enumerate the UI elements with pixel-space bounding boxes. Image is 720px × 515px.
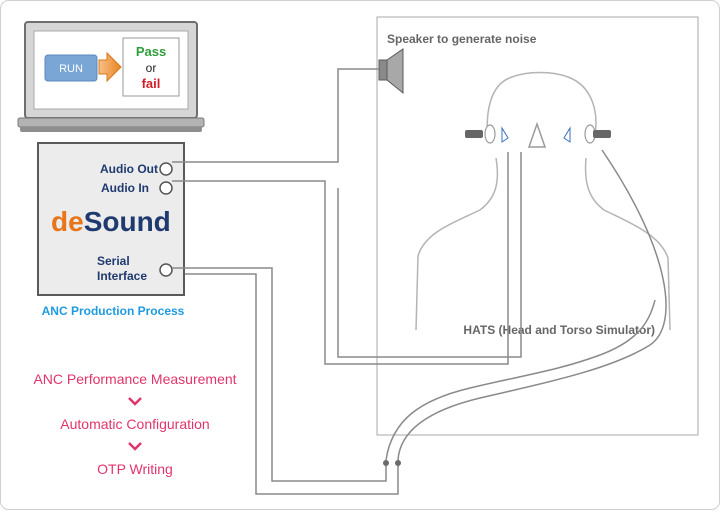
result-fail: fail (142, 76, 161, 91)
serial-port (159, 263, 173, 277)
cable-earphone-left (385, 299, 656, 461)
cable-serial-2 (185, 273, 399, 495)
nose-icon (527, 121, 547, 148)
result-or: or (146, 61, 157, 75)
left-earphone-icon (465, 130, 483, 138)
result-box (122, 37, 180, 97)
result-pass: Pass (136, 44, 166, 59)
arrow-right-icon (98, 51, 122, 83)
chevron-down-icon (128, 442, 142, 451)
cable-serial-1 (172, 267, 387, 482)
left-shoulder-outline (415, 157, 499, 331)
right-mic-icon (563, 126, 571, 143)
head-outline (486, 71, 597, 143)
laptop: RUN Pass or fail (17, 21, 205, 132)
cables (172, 68, 667, 495)
hats-enclosure (376, 16, 699, 436)
device-caption: ANC Production Process (42, 304, 185, 318)
connector-right (395, 460, 401, 466)
laptop-base-edge (20, 127, 202, 132)
run-button[interactable] (44, 54, 98, 82)
left-ear-icon (484, 124, 496, 144)
right-earphone-icon (593, 130, 611, 138)
speaker-icon (378, 48, 404, 95)
hats-figure (415, 71, 671, 331)
step-automatic-configuration: Automatic Configuration (60, 416, 209, 432)
desound-logo: deSound (51, 206, 171, 237)
cable-audio-in-right (337, 152, 522, 358)
hats-caption: HATS (Head and Torso Simulator) (463, 323, 655, 337)
serial-label-line1: Serial (97, 254, 130, 268)
left-mic-icon (501, 126, 509, 143)
desound-device: Audio Out Audio In deSound Serial Interf… (37, 142, 185, 318)
process-steps: ANC Performance Measurement Automatic Co… (33, 371, 236, 477)
speaker-label: Speaker to generate noise (387, 32, 537, 46)
cable-audio-out (172, 68, 379, 163)
cable-earphone-right (397, 149, 667, 461)
run-button-label: RUN (59, 63, 83, 75)
laptop-base (17, 117, 205, 128)
serial-label-line2: Interface (97, 269, 147, 283)
audio-in-label: Audio In (101, 181, 149, 195)
cable-audio-in-left (172, 152, 509, 365)
audio-in-port (159, 181, 173, 195)
step-otp-writing: OTP Writing (97, 461, 173, 477)
chevron-down-icon (128, 397, 142, 406)
connector-left (383, 460, 389, 466)
audio-out-label: Audio Out (100, 162, 158, 176)
audio-out-port (159, 162, 173, 176)
step-anc-measurement: ANC Performance Measurement (33, 371, 236, 387)
right-shoulder-outline (584, 157, 671, 331)
